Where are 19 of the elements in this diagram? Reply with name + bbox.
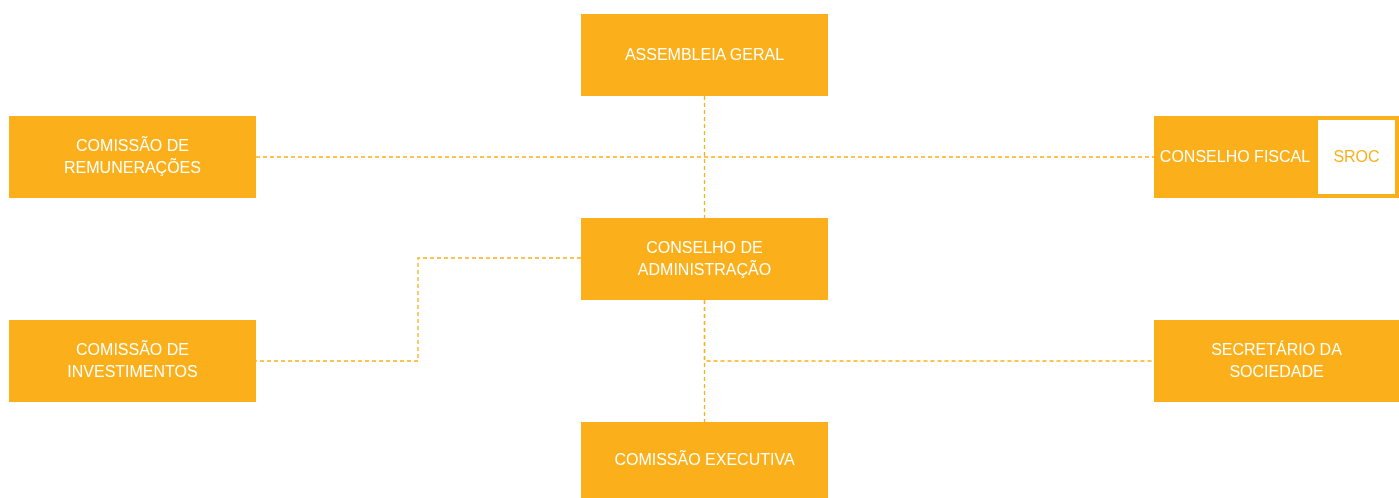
connector-line xyxy=(703,299,706,423)
sub-box xyxy=(1316,118,1397,196)
box-label: COMISSÃO DE REMUNERAÇÕES xyxy=(63,135,202,178)
box-label: SROC xyxy=(1333,147,1380,167)
org-box xyxy=(581,14,828,96)
org-box xyxy=(581,422,828,498)
org-box xyxy=(1154,116,1399,198)
box-label: SECRETÁRIO DA SOCIEDADE xyxy=(1210,339,1343,382)
box-label: COMISSÃO EXECUTIVA xyxy=(614,449,795,470)
org-box xyxy=(1154,320,1399,402)
box-label: ASSEMBLEIA GERAL xyxy=(624,45,785,65)
connector-line xyxy=(703,95,706,219)
org-box xyxy=(581,218,828,300)
connector-line xyxy=(255,156,1155,158)
box-label: COMISSÃO DE INVESTIMENTOS xyxy=(66,339,199,382)
org-box xyxy=(9,116,256,198)
box-label: CONSELHO DE ADMINISTRAÇÃO xyxy=(636,238,773,280)
box-label: CONSELHO FISCAL xyxy=(1158,147,1312,167)
org-box xyxy=(9,320,256,402)
